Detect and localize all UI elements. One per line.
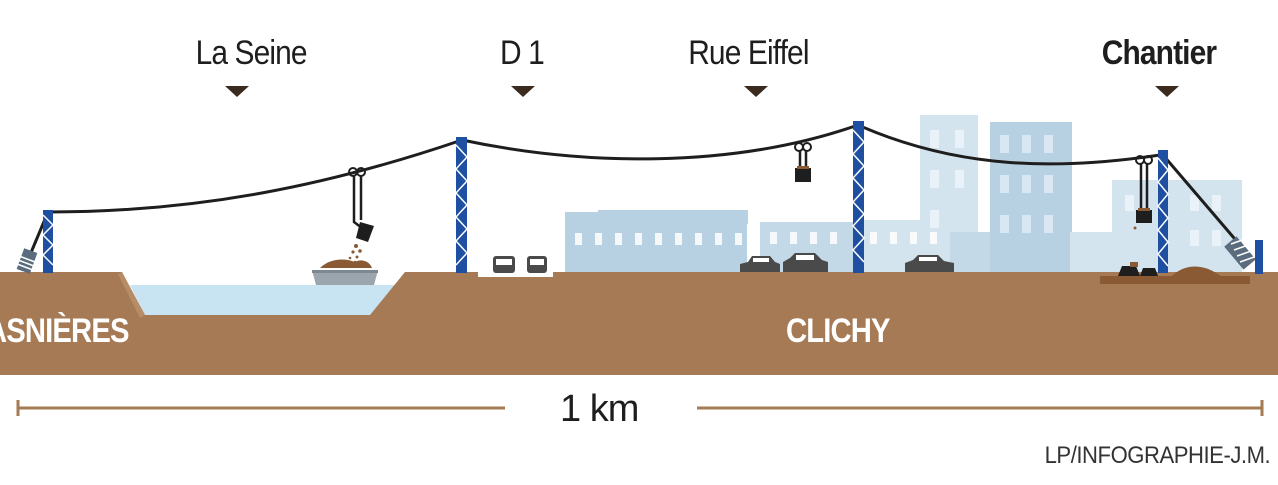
ground	[0, 272, 1278, 375]
car	[527, 256, 547, 273]
anchor-right	[1224, 236, 1263, 274]
building	[598, 210, 748, 224]
car	[783, 253, 828, 272]
bucket-chantier	[1133, 155, 1153, 230]
building	[1112, 180, 1242, 275]
building	[950, 232, 990, 275]
car	[740, 256, 780, 272]
marker-triangle-seine	[225, 86, 249, 97]
scale-label: 1 km	[560, 388, 639, 430]
anchor-cable-right	[1161, 154, 1242, 246]
building-windows	[575, 130, 1221, 246]
ground-shade	[118, 272, 145, 318]
label-rue-eiffel: Rue Eiffel	[688, 34, 809, 72]
car	[493, 256, 515, 273]
pylons	[42, 121, 1169, 273]
pylon	[454, 137, 469, 273]
cars	[493, 253, 954, 273]
label-la-seine: La Seine	[195, 34, 308, 72]
pylon	[42, 210, 54, 273]
marker-triangle-d1	[511, 86, 535, 97]
marker-triangle-eiffel	[744, 86, 768, 97]
anchor-left	[16, 248, 38, 274]
construction-site	[1100, 262, 1250, 284]
pylon	[851, 121, 866, 273]
pylon	[1157, 150, 1169, 273]
bucket-eiffel	[794, 142, 812, 182]
place-clichy: CLICHY	[786, 312, 891, 350]
car	[905, 255, 954, 272]
scale-bar	[16, 400, 1264, 416]
cable	[47, 123, 1161, 214]
bucket-seine	[348, 167, 374, 264]
marker-triangle-chantier	[1155, 86, 1179, 97]
place-asnieres: ASNIÈRES	[0, 312, 129, 350]
falling-dirt	[348, 244, 362, 264]
road-d1	[478, 272, 553, 277]
marker-triangles	[225, 86, 1179, 97]
seine-water	[130, 285, 400, 315]
label-d1: D 1	[499, 34, 545, 72]
label-chantier: Chantier	[1101, 34, 1217, 72]
barge	[312, 259, 378, 285]
credit: LP/INFOGRAPHIE-J.M.	[1044, 442, 1270, 469]
